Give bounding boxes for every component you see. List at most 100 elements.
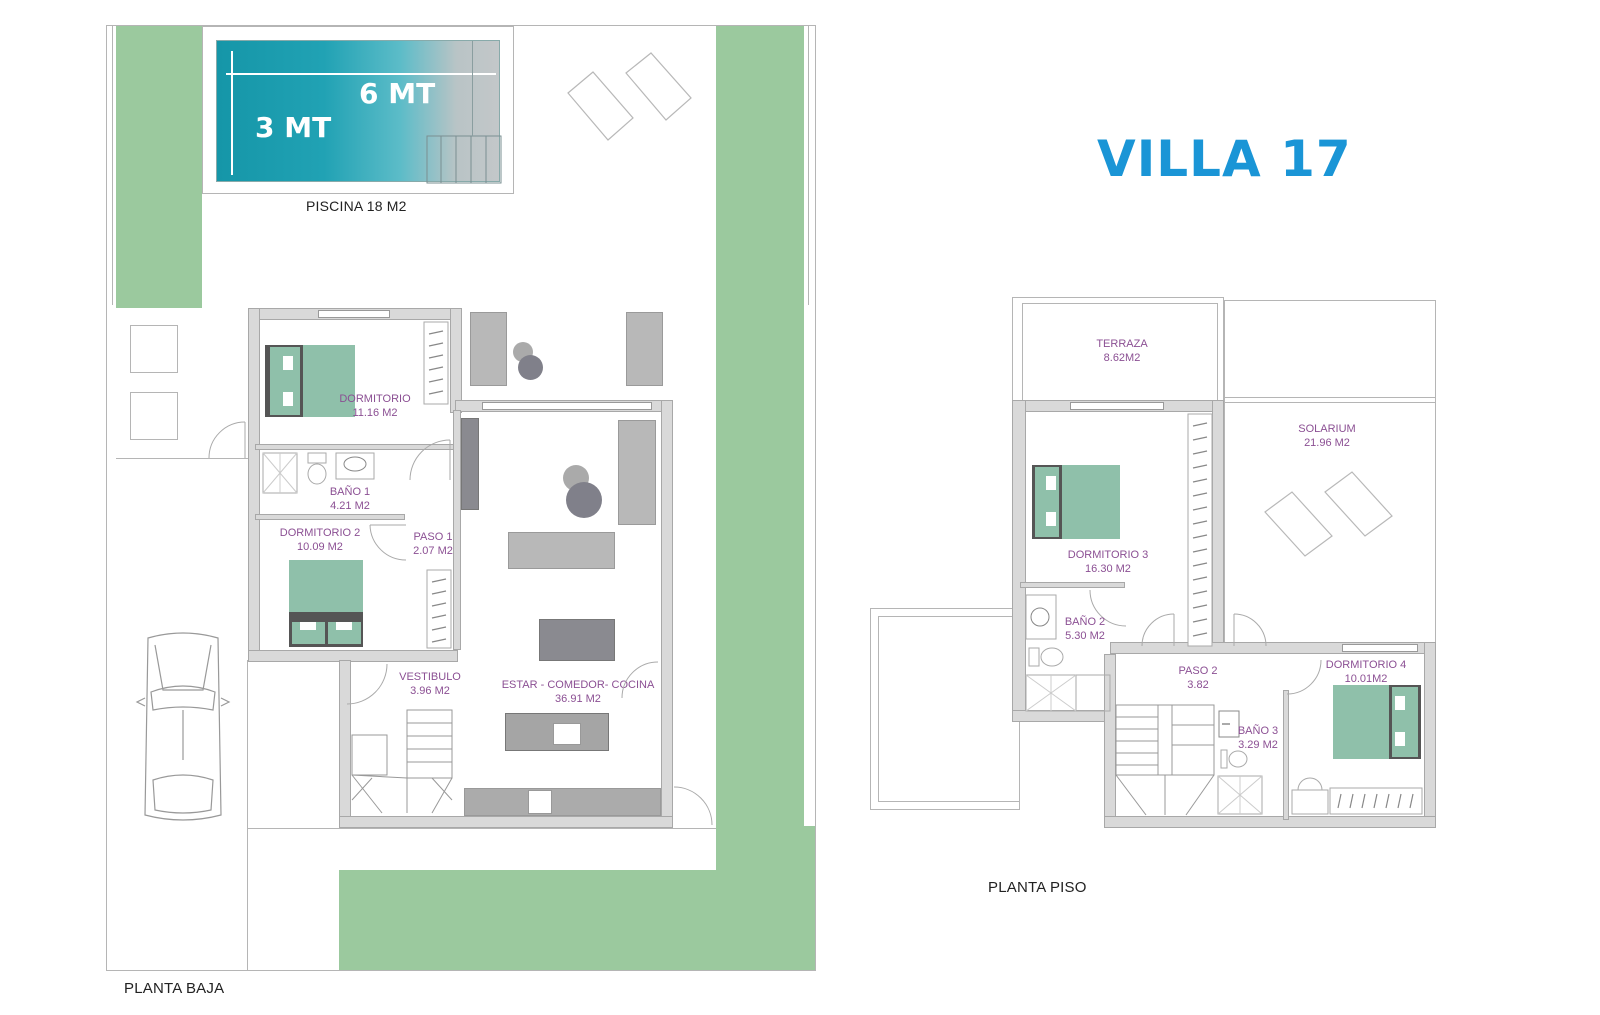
pool-length: 6 MT (359, 77, 436, 110)
garden-bottom-right (716, 826, 815, 970)
yard-edge (248, 828, 716, 829)
shower-icon (262, 452, 298, 494)
pillow (1395, 732, 1405, 746)
room-label: DORMITORIO 11.16 M2 (339, 393, 411, 419)
window (482, 402, 652, 410)
garden-left (116, 26, 202, 308)
wall-center (1212, 400, 1224, 652)
door-icon (673, 786, 713, 826)
wall-dorm2-bottom (248, 650, 458, 662)
sofa (618, 420, 656, 525)
pool-deck (202, 26, 514, 194)
pool-edge-line (472, 41, 473, 136)
shower-icon (1217, 775, 1263, 815)
room-label: BAÑO 3 3.29 M2 (1237, 725, 1279, 751)
roof-outline-inner (878, 616, 1020, 802)
villa-title: VILLA 17 (1097, 130, 1352, 188)
kitchen-sink (528, 790, 552, 814)
car-icon (135, 632, 231, 821)
door-icon (1286, 659, 1322, 695)
pillow (1395, 696, 1405, 710)
pillow (283, 392, 293, 406)
plot-inner-right-edge (808, 25, 809, 305)
room-label: DORMITORIO 3 16.30 M2 (1067, 549, 1149, 575)
room-label: BAÑO 2 5.30 M2 (1064, 616, 1106, 642)
plot-boundary (106, 25, 816, 971)
staircase-icon (351, 709, 453, 814)
wall-house-bottom (339, 816, 673, 828)
pillow (283, 356, 293, 370)
sun-lounger-icon (567, 52, 692, 141)
door-icon (621, 661, 659, 699)
window (1070, 402, 1164, 410)
tv-unit (461, 418, 479, 510)
door-icon (346, 663, 388, 705)
wall-left (1012, 400, 1026, 722)
shower-icon (1025, 674, 1111, 712)
wall-bano2-left-bottom (1012, 710, 1110, 722)
room-label: PASO 2 3.82 (1178, 665, 1218, 691)
wardrobe-icon (426, 569, 452, 649)
dining-table (539, 619, 615, 661)
wall-dorm4-left (1283, 690, 1289, 820)
window (1342, 644, 1418, 652)
door-icon (1233, 613, 1267, 647)
wall-dorm3-bottom (1020, 582, 1125, 588)
pillow (300, 622, 316, 630)
gate-door-icon (208, 421, 246, 459)
pillow (1046, 476, 1056, 490)
toilet-icon (307, 452, 327, 485)
plot-inner-left-edge (112, 25, 113, 305)
pillow (336, 622, 352, 630)
pool-label: PISCINA 18 M2 (306, 198, 407, 214)
staircase-icon (1115, 704, 1215, 816)
room-label: ESTAR - COMEDOR- COCINA 36.91 M2 (501, 679, 655, 705)
door-icon (369, 439, 451, 561)
ground-floor-plan: 6 MT 3 MT PISCINA 18 M2 (106, 25, 816, 997)
sun-lounger-icon (1264, 471, 1393, 557)
driveway-divider (116, 458, 248, 459)
wall-right (1424, 642, 1436, 828)
bed-sheet (1333, 685, 1389, 759)
bed-sheet (1062, 465, 1120, 539)
ground-floor-label: PLANTA BAJA (124, 980, 225, 997)
bed-sheet (303, 345, 355, 417)
driveway-edge (247, 660, 248, 970)
outdoor-sofa (470, 312, 507, 386)
room-label: SOLARIUM 21.96 M2 (1298, 423, 1356, 449)
cooktop-icon (553, 723, 581, 745)
coffee-table (566, 482, 602, 518)
upper-floor-label: PLANTA PISO (988, 879, 1087, 896)
bed-sheet (289, 560, 363, 612)
door-icon (1141, 613, 1175, 647)
outdoor-sofa (626, 312, 663, 386)
garden-bottom (339, 870, 716, 970)
wardrobe-icon (423, 321, 449, 405)
sink-icon (335, 452, 375, 480)
desk-chair-icon (1291, 777, 1329, 815)
solarium-divider (1224, 397, 1436, 403)
door-icon (1089, 589, 1127, 627)
room-label: BAÑO 1 4.21 M2 (329, 486, 371, 512)
wall-bottom (1104, 816, 1436, 828)
garden-right (716, 26, 804, 826)
room-label: VESTIBULO 3.96 M2 (399, 671, 461, 697)
side-table (518, 355, 543, 380)
planter-box (130, 392, 178, 440)
wardrobe-icon (1187, 413, 1213, 647)
kitchen-counter (464, 788, 661, 816)
room-label: DORMITORIO 2 10.09 M2 (279, 527, 361, 553)
wardrobe-icon (1329, 787, 1423, 815)
pool-width-line (231, 51, 233, 175)
wall-paso1-right (453, 410, 461, 650)
pool: 6 MT 3 MT (216, 40, 502, 184)
room-label: DORMITORIO 4 10.01M2 (1325, 659, 1407, 685)
room-label: PASO 1 2.07 M2 (413, 531, 453, 557)
pool-steps-icon (426, 135, 502, 184)
sink-icon (1025, 594, 1057, 640)
toilet-icon (1220, 749, 1248, 769)
wall-bano1-bottom (255, 514, 405, 520)
pool-width: 3 MT (255, 111, 332, 144)
pillow (1046, 512, 1056, 526)
